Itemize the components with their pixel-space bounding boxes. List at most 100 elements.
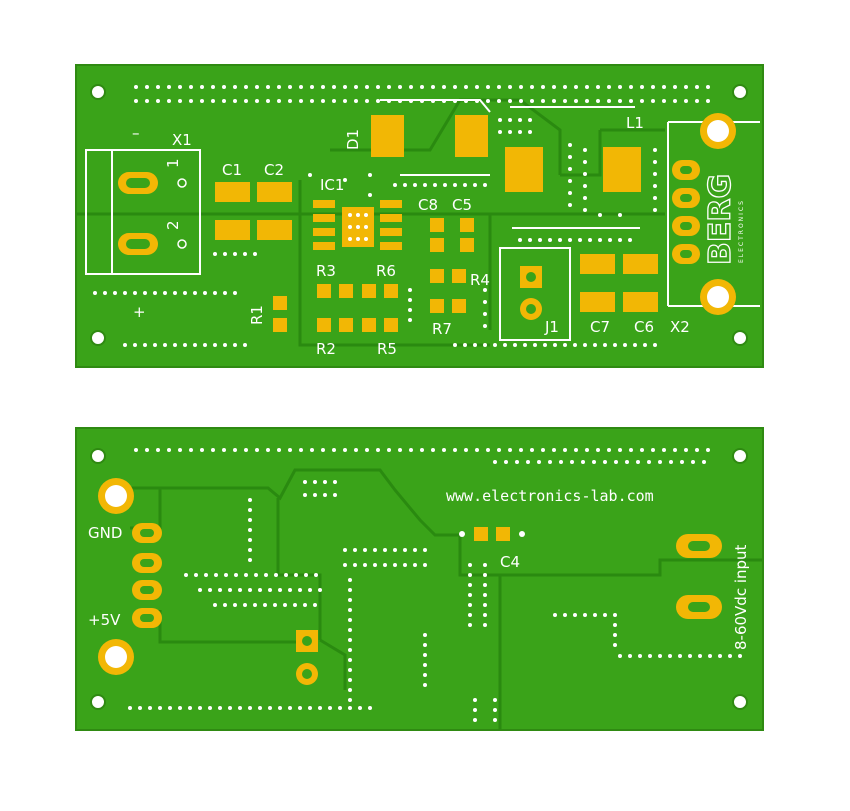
via	[288, 448, 292, 452]
via	[376, 99, 380, 103]
via	[423, 683, 427, 687]
via	[523, 343, 527, 347]
via	[574, 448, 578, 452]
via	[128, 706, 132, 710]
r4-pads	[430, 269, 466, 283]
via	[423, 673, 427, 677]
via	[463, 343, 467, 347]
via	[243, 603, 247, 607]
label-ic1: IC1	[320, 176, 344, 194]
via	[592, 460, 596, 464]
label-c6: C6	[634, 318, 654, 336]
via	[343, 448, 347, 452]
via	[343, 99, 347, 103]
via	[583, 148, 587, 152]
via	[214, 573, 218, 577]
via	[103, 291, 107, 295]
via	[318, 706, 322, 710]
via	[423, 643, 427, 647]
c4-pads	[459, 527, 525, 541]
via	[513, 343, 517, 347]
via	[585, 448, 589, 452]
via	[613, 613, 617, 617]
via	[684, 85, 688, 89]
via	[483, 623, 487, 627]
via	[573, 343, 577, 347]
label-pin2: 2	[164, 220, 182, 230]
via	[303, 603, 307, 607]
via	[493, 718, 497, 722]
via	[628, 654, 632, 658]
r1-pads	[273, 296, 287, 332]
via	[548, 460, 552, 464]
via	[323, 480, 327, 484]
via	[518, 118, 522, 122]
via	[533, 343, 537, 347]
via	[278, 706, 282, 710]
via	[678, 654, 682, 658]
via	[593, 613, 597, 617]
via	[308, 706, 312, 710]
via	[134, 448, 138, 452]
via	[321, 99, 325, 103]
via	[368, 706, 372, 710]
via	[348, 598, 352, 602]
via	[563, 448, 567, 452]
via	[515, 460, 519, 464]
via	[653, 184, 657, 188]
via	[211, 448, 215, 452]
via	[228, 588, 232, 592]
via	[413, 183, 417, 187]
via	[294, 573, 298, 577]
via	[497, 99, 501, 103]
bottom-mounting-holes	[90, 448, 748, 710]
via	[468, 603, 472, 607]
via	[603, 460, 607, 464]
via	[224, 573, 228, 577]
via	[423, 183, 427, 187]
via	[189, 85, 193, 89]
via	[194, 573, 198, 577]
via	[468, 623, 472, 627]
via	[538, 238, 542, 242]
via	[233, 343, 237, 347]
via	[348, 678, 352, 682]
via	[332, 99, 336, 103]
via	[255, 448, 259, 452]
r2-r5-pads	[317, 318, 398, 332]
via	[473, 698, 477, 702]
via	[178, 448, 182, 452]
via	[640, 448, 644, 452]
via	[658, 460, 662, 464]
via	[442, 99, 446, 103]
via	[244, 573, 248, 577]
via	[321, 85, 325, 89]
via	[718, 654, 722, 658]
bottom-vias	[128, 448, 742, 722]
via	[266, 85, 270, 89]
via	[354, 448, 358, 452]
via	[323, 493, 327, 497]
via	[163, 291, 167, 295]
label-c8: C8	[418, 196, 438, 214]
via	[648, 654, 652, 658]
via	[238, 588, 242, 592]
via	[163, 343, 167, 347]
via	[218, 706, 222, 710]
via	[248, 548, 252, 552]
via	[640, 99, 644, 103]
via	[213, 291, 217, 295]
via	[563, 613, 567, 617]
via	[464, 448, 468, 452]
via	[583, 343, 587, 347]
via	[583, 208, 587, 212]
via	[284, 573, 288, 577]
via	[503, 343, 507, 347]
via	[277, 99, 281, 103]
via	[581, 460, 585, 464]
via	[348, 648, 352, 652]
via	[508, 130, 512, 134]
via	[614, 460, 618, 464]
via	[299, 85, 303, 89]
via	[596, 448, 600, 452]
